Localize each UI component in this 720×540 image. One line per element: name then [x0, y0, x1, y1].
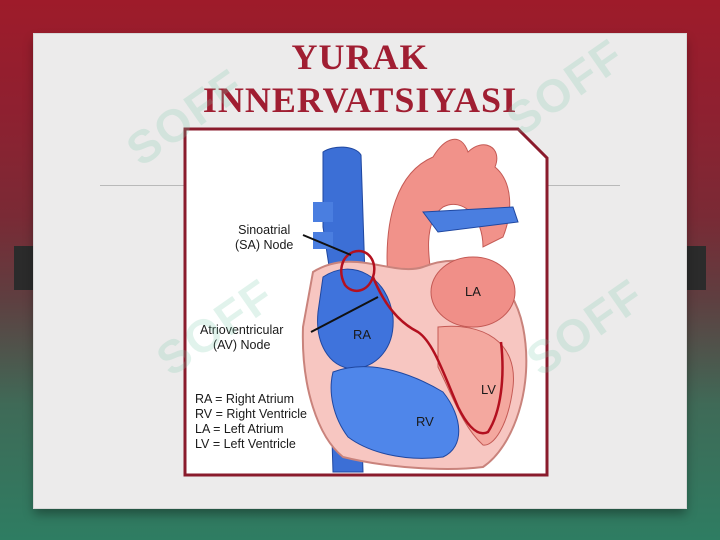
heart-diagram: Sinoatrial (SA) Node Atrioventricular (A… — [183, 127, 549, 477]
av-pointer-line — [310, 296, 379, 333]
chamber-label-ra: RA — [353, 327, 372, 342]
legend-item: LV = Left Ventricle — [195, 437, 296, 451]
title-divider-left — [100, 185, 190, 186]
aorta — [386, 139, 511, 288]
slide-title-line2: INNERVATSIYASI — [202, 80, 518, 120]
sa-node-outline — [340, 249, 376, 293]
chamber-label-lv: LV — [481, 382, 496, 397]
right-ventricle — [330, 366, 460, 459]
av-label-line1: Atrioventricular — [200, 323, 284, 337]
slide-title-line1: YURAK — [291, 37, 429, 77]
left-atrium — [430, 256, 516, 328]
right-atrium — [317, 268, 394, 370]
sa-label-line1: Sinoatrial — [238, 223, 291, 237]
vein-stub-left — [313, 202, 333, 222]
sa-label-line2: (SA) Node — [235, 238, 294, 252]
heart-illustration — [183, 127, 549, 477]
chamber-label-la: LA — [465, 284, 481, 299]
legend: RA = Right Atrium RV = Right Ventricle L… — [195, 392, 307, 452]
conduction-pathway — [371, 276, 504, 435]
right-edge-tab — [686, 246, 706, 290]
av-label-line2: (AV) Node — [212, 338, 271, 352]
av-node-label: Atrioventricular (AV) Node — [200, 323, 283, 353]
sa-node-label: Sinoatrial (SA) Node — [235, 223, 293, 253]
legend-item: RV = Right Ventricle — [195, 407, 307, 421]
legend-item: RA = Right Atrium — [195, 392, 294, 406]
chamber-label-rv: RV — [416, 414, 434, 429]
title-divider-right — [545, 185, 620, 186]
legend-item: LA = Left Atrium — [195, 422, 284, 436]
pulmonary-artery — [422, 206, 519, 233]
sa-pointer-line — [302, 234, 352, 256]
left-edge-tab — [14, 246, 34, 290]
